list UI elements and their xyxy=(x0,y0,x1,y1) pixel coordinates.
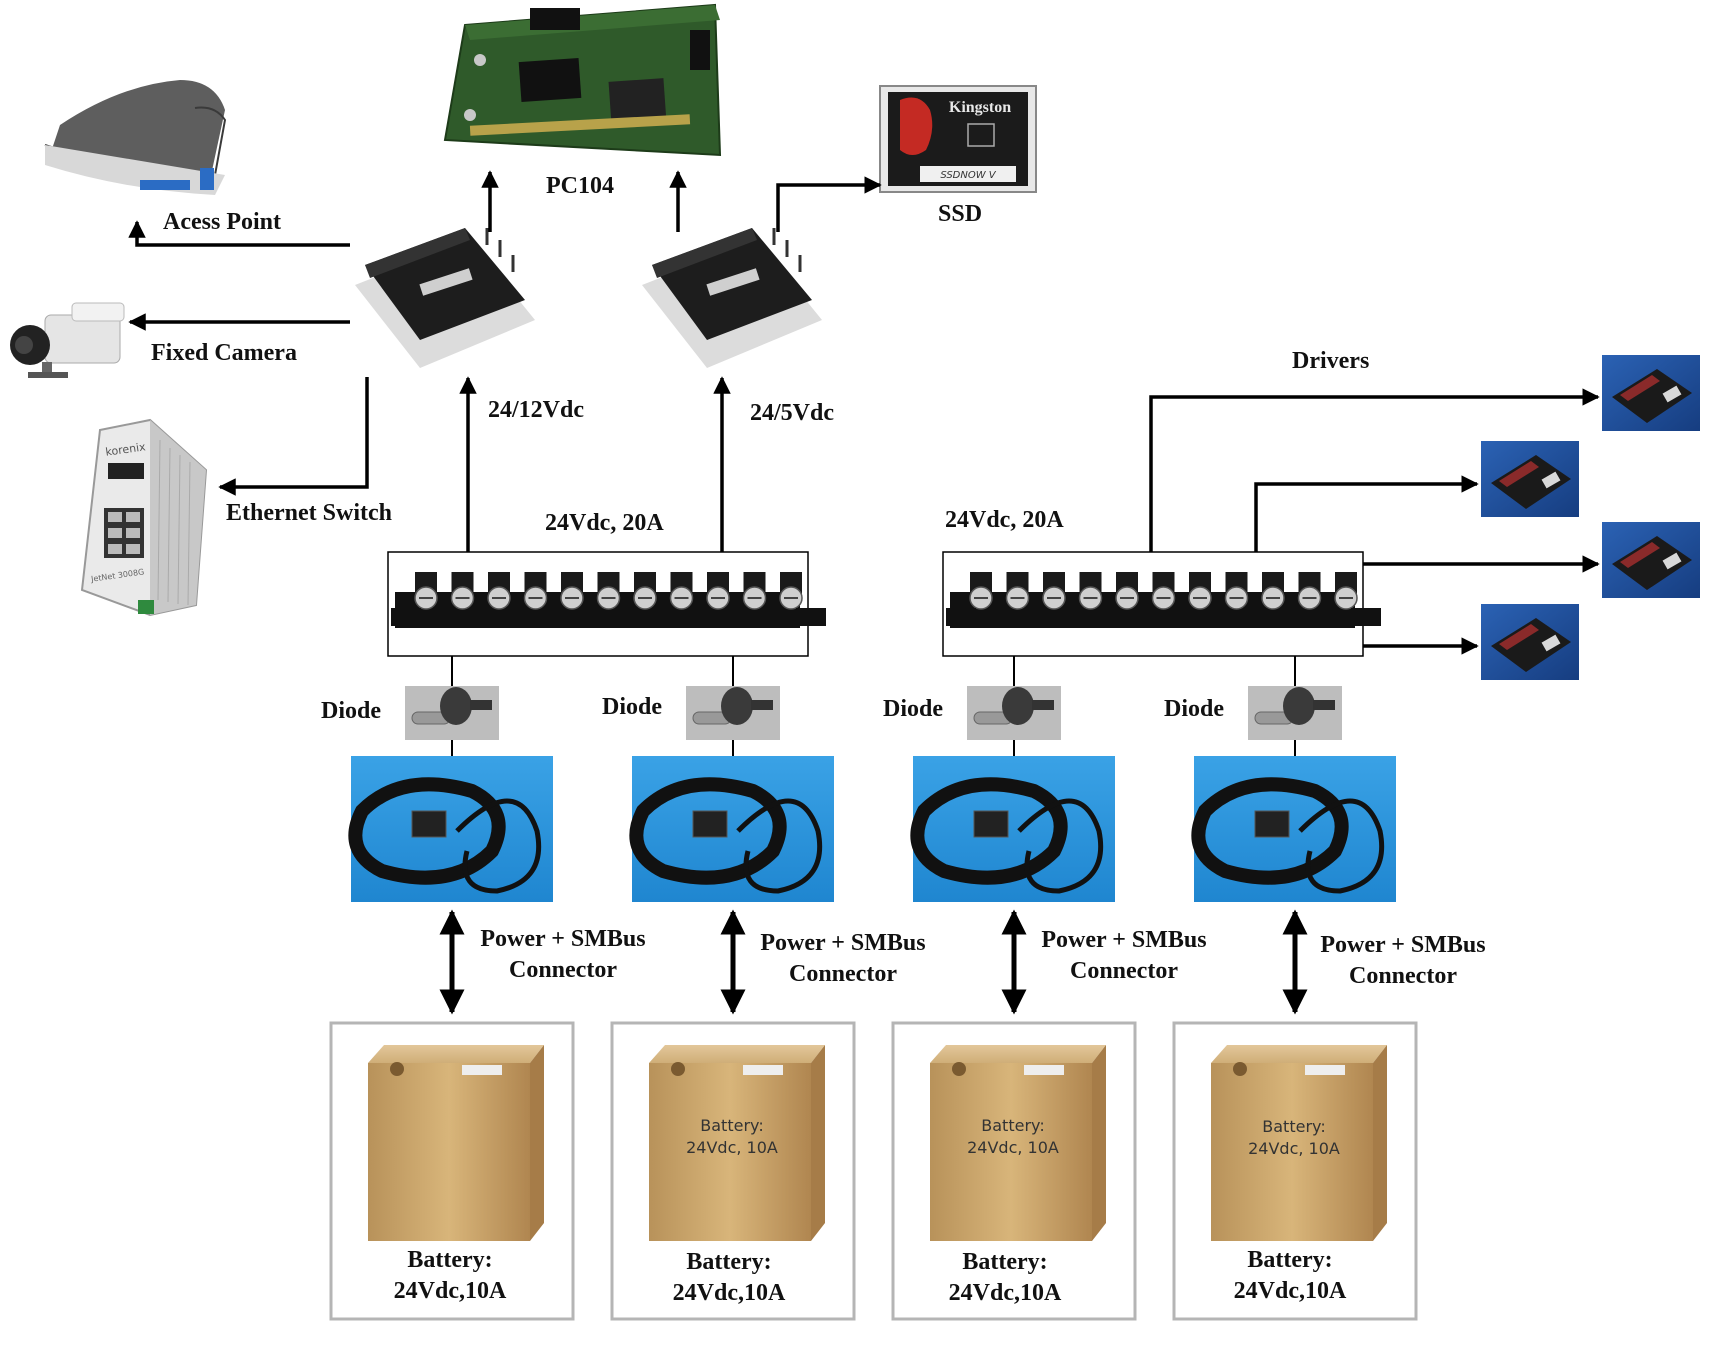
motor-driver-image xyxy=(1481,604,1579,680)
converter-5v-label: 24/5Vdc xyxy=(750,400,834,426)
motor-driver-image xyxy=(1602,522,1700,598)
converter-5v-image xyxy=(642,228,822,368)
battery-print-text: Battery: 24Vdc, 10A xyxy=(686,1116,778,1157)
terminal-screw xyxy=(1151,572,1176,610)
current-sensor-image xyxy=(629,756,834,902)
terminal-screw xyxy=(706,572,730,610)
terminal-screw xyxy=(414,572,438,610)
ssd-label: SSD xyxy=(938,201,983,227)
connector-label-line2: Connector xyxy=(789,960,897,987)
svg-text:korenix: korenix xyxy=(105,440,147,459)
terminal-screw xyxy=(742,572,767,610)
diode-label: Diode xyxy=(602,694,662,720)
terminal-screw xyxy=(450,572,475,610)
connector-label: Power + SMBus Connector xyxy=(1308,931,1498,991)
terminal-screw xyxy=(1078,572,1103,610)
terminal-screw xyxy=(669,572,694,610)
terminal-screw xyxy=(1224,572,1249,610)
ethernet-switch-image: korenix JetNet 3008G xyxy=(80,418,208,617)
motor-driver-image xyxy=(1481,441,1579,517)
terminal-block-right xyxy=(942,551,1381,657)
connector-label-line2: Connector xyxy=(509,956,617,983)
terminal-block-right-label: 24Vdc, 20A xyxy=(945,507,1064,533)
terminal-screw xyxy=(1188,572,1212,610)
svg-text:Kingston: Kingston xyxy=(949,99,1011,116)
access-point-image xyxy=(44,80,227,195)
pc104-board-image xyxy=(443,3,722,157)
diode-image xyxy=(967,686,1061,740)
connector-label: Power + SMBus Connector xyxy=(468,925,658,985)
connector-label-line1: Power + SMBus xyxy=(1320,932,1486,958)
converter-12v-label: 24/12Vdc xyxy=(488,397,584,423)
diode-label: Diode xyxy=(883,696,943,722)
battery-print-text: Battery: 24Vdc, 10A xyxy=(967,1116,1059,1157)
current-sensor-image xyxy=(348,756,553,902)
connector-label-line1: Power + SMBus xyxy=(480,926,646,952)
diode-image xyxy=(1248,686,1342,740)
diode-image xyxy=(686,686,780,740)
motor-driver-image xyxy=(1602,355,1700,431)
current-sensor-image xyxy=(1191,756,1396,902)
ethernet-switch-label: Ethernet Switch xyxy=(226,500,392,526)
battery-caption: Battery: 24Vdc,10A xyxy=(1233,1247,1347,1304)
terminal-screw xyxy=(1334,572,1358,610)
battery-image xyxy=(610,1021,856,1321)
connector-label-line2: Connector xyxy=(1070,957,1178,984)
battery-caption: Battery: 24Vdc,10A xyxy=(672,1249,786,1306)
connector-label-line2: Connector xyxy=(1349,962,1457,989)
diode-image xyxy=(405,686,499,740)
terminal-screw xyxy=(487,572,511,610)
terminal-screw xyxy=(560,572,584,610)
terminal-screw xyxy=(1261,572,1285,610)
terminal-block-left-label: 24Vdc, 20A xyxy=(545,510,664,536)
diode-label: Diode xyxy=(321,698,381,724)
battery-caption: Battery: 24Vdc,10A xyxy=(948,1249,1062,1306)
access-point-label: Acess Point xyxy=(163,209,281,235)
connection-lines xyxy=(128,170,1600,655)
ssd-image: Kingston SSDNOW V xyxy=(879,85,1037,193)
battery-caption: Battery: 24Vdc,10A xyxy=(393,1247,507,1304)
svg-text:SSDNOW V: SSDNOW V xyxy=(940,170,996,181)
fixed-camera-image xyxy=(10,302,125,378)
battery-image xyxy=(1172,1021,1418,1321)
connector-label-line1: Power + SMBus xyxy=(1041,927,1207,953)
terminal-screw xyxy=(633,572,657,610)
terminal-screw xyxy=(1005,572,1030,610)
connector-label: Power + SMBus Connector xyxy=(748,929,938,989)
battery-image xyxy=(329,1021,575,1321)
terminal-screw xyxy=(1297,572,1322,610)
pc104-label: PC104 xyxy=(546,173,614,199)
connector-label-line1: Power + SMBus xyxy=(760,930,926,956)
terminal-block-left xyxy=(387,551,826,657)
diode-label: Diode xyxy=(1164,696,1224,722)
terminal-screw xyxy=(969,572,993,610)
battery-print-text: Battery: 24Vdc, 10A xyxy=(1248,1117,1340,1158)
battery-image xyxy=(891,1021,1137,1321)
terminal-screw xyxy=(1115,572,1139,610)
drivers-label: Drivers xyxy=(1292,348,1370,374)
connector-label: Power + SMBus Connector xyxy=(1029,926,1219,986)
terminal-screw xyxy=(596,572,621,610)
current-sensor-image xyxy=(910,756,1115,902)
terminal-screw xyxy=(779,572,803,610)
terminal-screw xyxy=(523,572,548,610)
fixed-camera-label: Fixed Camera xyxy=(151,340,297,366)
terminal-screw xyxy=(1042,572,1066,610)
converter-12v-image xyxy=(355,228,535,368)
